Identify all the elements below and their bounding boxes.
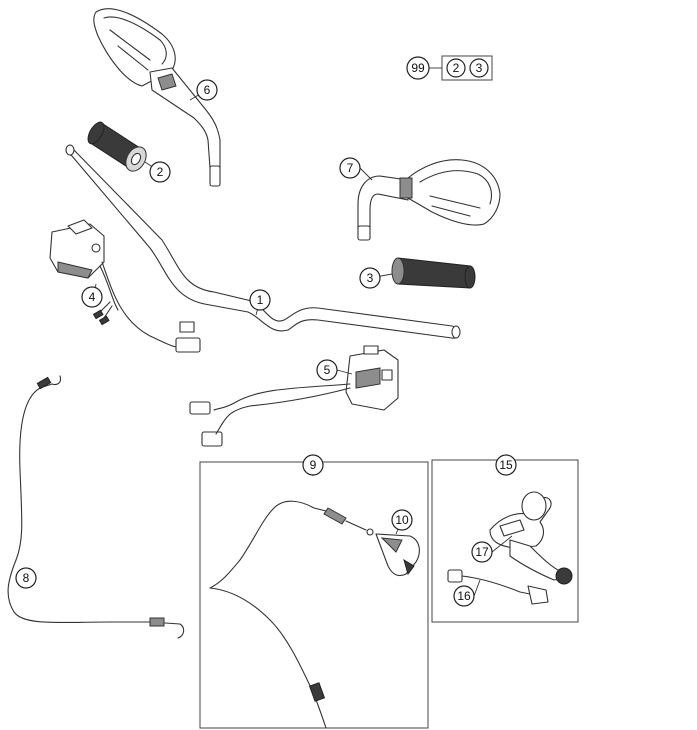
svg-text:99: 99 (411, 61, 425, 75)
callout-4: 4 (81, 286, 103, 308)
callout-10: 10 (391, 509, 413, 531)
callout-7: 7 (339, 157, 361, 179)
svg-text:5: 5 (324, 363, 331, 377)
svg-text:2: 2 (453, 61, 460, 75)
callout-8: 8 (15, 567, 37, 589)
left-mirror (93, 8, 221, 187)
callout-99: 99 (406, 56, 430, 80)
left-grip (87, 121, 147, 172)
callout-3: 3 (359, 267, 381, 289)
throttle-cover (375, 533, 420, 577)
throttle-cable (209, 500, 374, 729)
svg-text:3: 3 (367, 271, 374, 285)
svg-text:1: 1 (257, 293, 264, 307)
callout-5: 5 (316, 359, 338, 381)
callout-kit-3: 3 (469, 58, 489, 78)
svg-text:2: 2 (157, 165, 164, 179)
brake-light-switch (447, 569, 549, 605)
svg-text:17: 17 (475, 545, 489, 559)
kit-reference (428, 55, 493, 81)
svg-text:6: 6 (204, 83, 211, 97)
lever-assembly (489, 491, 573, 585)
right-grip (391, 257, 476, 289)
callout-kit-2: 2 (446, 58, 466, 78)
svg-text:10: 10 (395, 513, 409, 527)
svg-text:9: 9 (310, 458, 317, 472)
callout-6: 6 (196, 79, 218, 101)
svg-text:4: 4 (89, 290, 96, 304)
clutch-cable (7, 375, 185, 639)
callout-1: 1 (249, 289, 271, 311)
svg-text:7: 7 (347, 161, 354, 175)
svg-text:3: 3 (476, 61, 483, 75)
callout-16: 16 (453, 585, 475, 607)
callout-9: 9 (302, 454, 324, 476)
callout-15: 15 (495, 454, 517, 476)
callout-17: 17 (471, 541, 493, 563)
callout-2: 2 (149, 161, 171, 183)
svg-text:16: 16 (457, 589, 471, 603)
svg-text:15: 15 (499, 458, 513, 472)
left-switch (49, 219, 201, 353)
right-switch (189, 345, 399, 447)
right-mirror (357, 159, 501, 241)
svg-text:8: 8 (23, 571, 30, 585)
